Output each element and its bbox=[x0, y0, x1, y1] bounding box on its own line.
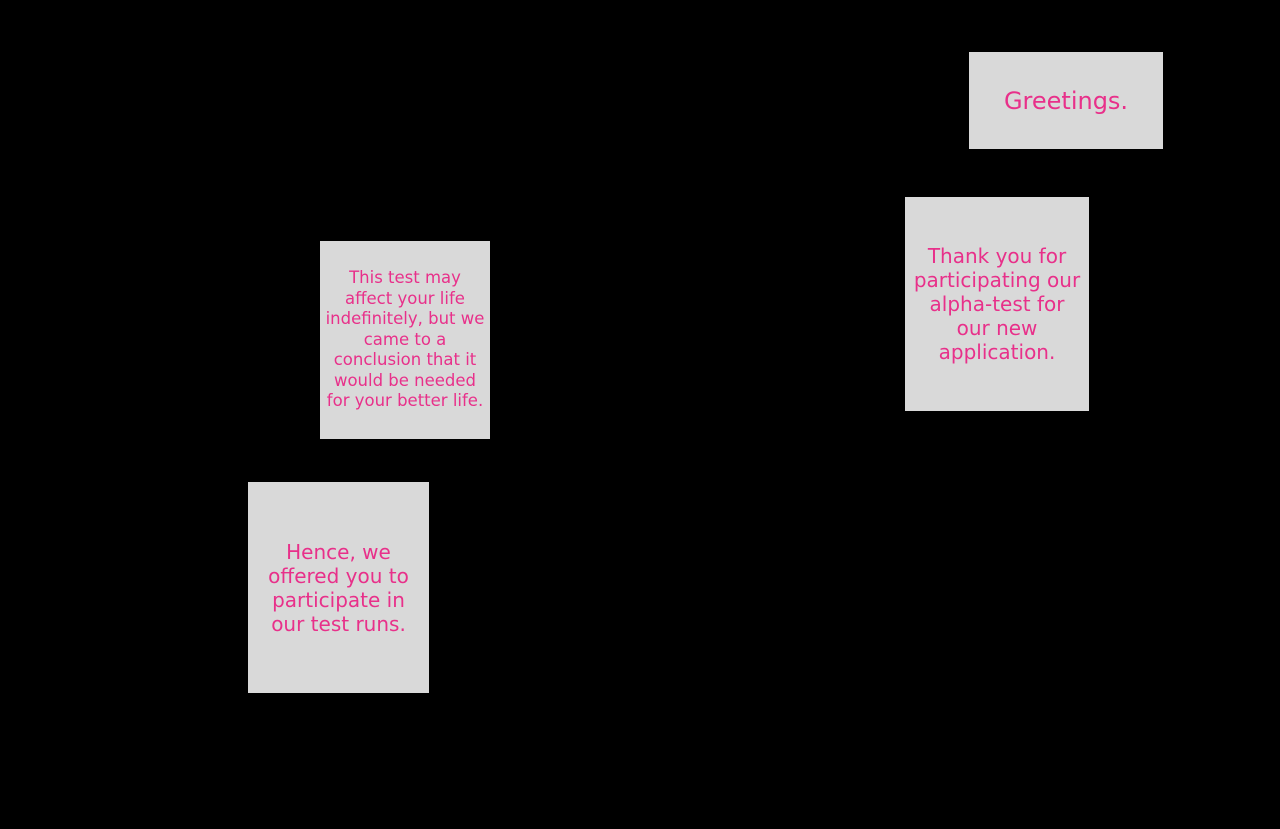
greeting-text: Greetings. bbox=[1003, 86, 1129, 115]
greeting-box: Greetings. bbox=[969, 52, 1163, 149]
thanks-box: Thank you for participating our alpha-te… bbox=[905, 197, 1089, 411]
invitation-text: Hence, we offered you to participate in … bbox=[268, 539, 409, 636]
warning-text: This test may affect your life indefinit… bbox=[325, 268, 485, 411]
thanks-text: Thank you for participating our alpha-te… bbox=[913, 244, 1081, 364]
warning-box: This test may affect your life indefinit… bbox=[320, 241, 490, 439]
invitation-box: Hence, we offered you to participate in … bbox=[248, 482, 429, 693]
